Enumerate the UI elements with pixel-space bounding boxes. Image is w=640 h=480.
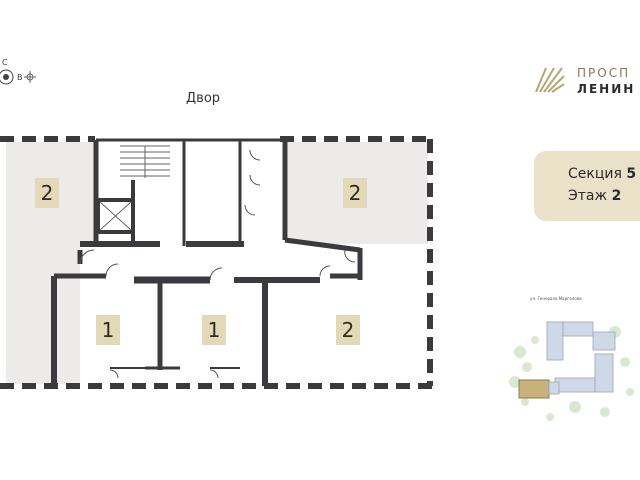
courtyard-label: Двор: [186, 91, 221, 106]
unit-left-room-count: 2: [35, 178, 59, 208]
door-swings: [79, 149, 356, 379]
unit-bottom-right-room-count: 2: [336, 315, 360, 345]
floor-label: Этаж: [568, 188, 608, 204]
compass-east: В: [17, 73, 23, 82]
brand-name-line1: ПРОСП: [577, 66, 631, 80]
section-value: 5: [626, 166, 637, 182]
compass: С В: [0, 58, 40, 94]
site-adjacent-building: [548, 381, 560, 395]
site-map[interactable]: [495, 292, 640, 432]
unit-center-right-room-count: 1: [202, 315, 226, 345]
floor-row: Этаж 2: [568, 185, 640, 207]
street-label: ул. Генерала Маргелова: [530, 296, 582, 301]
section-row: Секция 5: [568, 163, 640, 185]
compass-icon: [0, 69, 36, 85]
section-label: Секция: [568, 166, 622, 182]
site-buildings: [546, 321, 616, 393]
elevator-icon: [99, 201, 132, 231]
brand-name-line2: ЛЕНИН: [577, 82, 636, 96]
compass-north: С: [2, 58, 8, 67]
unit-center-left-room-count: 1: [96, 315, 120, 345]
site-current-section: [518, 379, 550, 399]
section-floor-card: Секция 5 Этаж 2: [534, 151, 640, 221]
interior-walls: [51, 138, 363, 386]
brand-logo-icon: [535, 67, 565, 93]
outer-walls: [0, 136, 433, 389]
unit-top-right-room-count: 2: [343, 178, 367, 208]
staircase: [120, 145, 170, 178]
floor-value: 2: [611, 188, 622, 204]
